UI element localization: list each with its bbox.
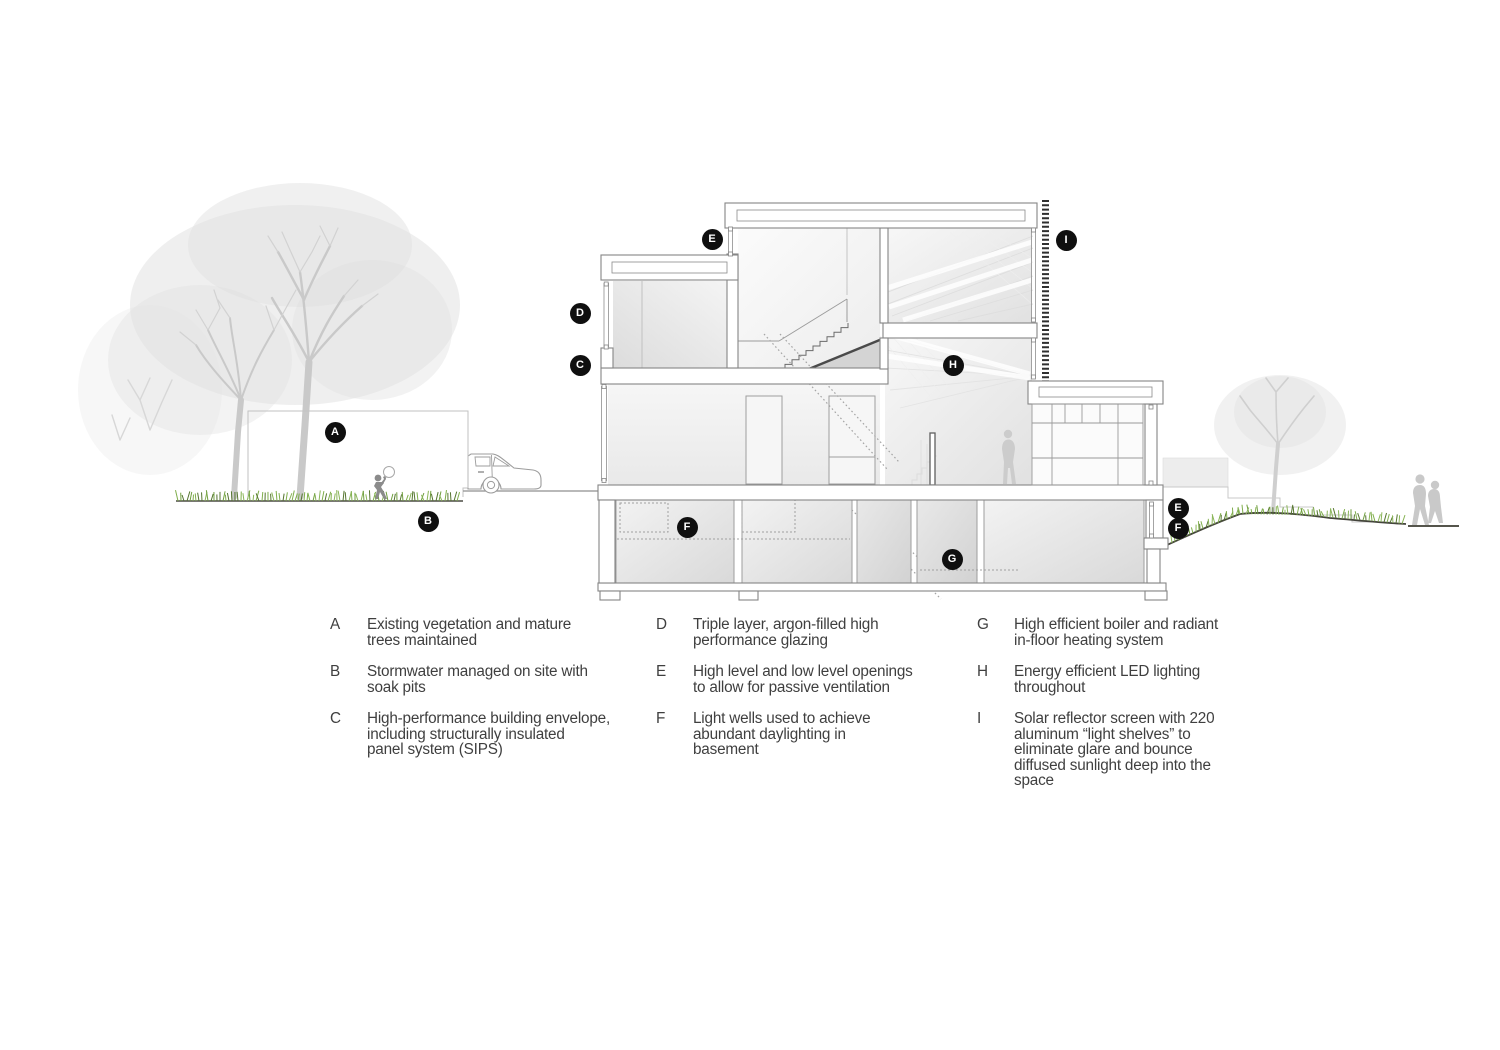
windows [601,229,1154,537]
soak-pit-outline [247,410,469,499]
right-terrace [1162,457,1390,523]
legend-text: Energy efficient LED lighting throughout [1014,663,1201,696]
legend-item-b: B Stormwater managed on site with soak p… [330,664,630,695]
legend-text: Triple layer, argon-filled high performa… [693,616,879,649]
legend-item-i: I Solar reflector screen with 220 alumin… [977,711,1277,789]
interior-partition-wall [929,432,936,486]
legend-item-f: F Light wells used to achieve abundant d… [656,711,956,758]
legend-item-c: C High-performance building envelope, in… [330,711,630,758]
car [467,411,542,494]
legend-letter: D [656,616,667,633]
legend-text: Existing vegetation and mature trees mai… [367,616,572,649]
legend-letter: E [656,663,667,680]
right-tree [1214,375,1346,514]
cabinet-grid [1031,403,1144,486]
legend-text: Light wells used to achieve abundant day… [693,710,871,758]
legend-letter: F [656,710,666,727]
marker-G: G [941,548,963,570]
legend-column-1: A Existing vegetation and mature trees m… [330,617,630,774]
window-nodes [601,226,1154,539]
light-well-dashed-outlines [617,499,1020,571]
marker-F: F [676,516,698,538]
roof-recess-lines [611,209,1153,398]
marker-H: H [942,354,964,376]
legend-column-2: D Triple layer, argon-filled high perfor… [656,617,956,774]
marker-F: F [1167,517,1189,539]
legend-column-3: G High efficient boiler and radiant in-f… [977,617,1277,805]
legend-item-g: G High efficient boiler and radiant in-f… [977,617,1277,648]
left-trees [78,183,460,501]
legend-text: High level and low level openings to all… [693,663,913,696]
daylight-rays-upper [886,231,1034,323]
legend-letter: H [977,663,988,680]
legend-text: Solar reflector screen with 220 aluminum… [1014,710,1215,789]
marker-I: I [1055,229,1077,251]
child-figure [374,466,395,499]
marker-A: A [324,421,346,443]
staircase [734,228,888,373]
legend-item-a: A Existing vegetation and mature trees m… [330,617,630,648]
marker-B: B [417,510,439,532]
basement-panels [615,496,1145,584]
legend-letter: A [330,616,341,633]
marker-D: D [569,302,591,324]
legend-text: High efficient boiler and radiant in-flo… [1014,616,1219,649]
legend-item-d: D Triple layer, argon-filled high perfor… [656,617,956,648]
legend-letter: B [330,663,341,680]
legend-text: High-performance building envelope, incl… [367,710,611,758]
marker-C: C [569,354,591,376]
legend-item-h: H Energy efficient LED lighting througho… [977,664,1277,695]
legend-text: Stormwater managed on site with soak pit… [367,663,588,696]
grass-strip-left [175,489,461,502]
marker-E: E [1167,497,1189,519]
standing-person [1002,429,1016,484]
grass-slope-right [1170,504,1406,544]
legend-letter: G [977,616,989,633]
marker-E: E [701,228,723,250]
legend-item-e: E High level and low level openings to a… [656,664,956,695]
legend-letter: C [330,710,341,727]
pedestrian-figures [1412,474,1443,525]
legend-letter: I [977,710,982,727]
